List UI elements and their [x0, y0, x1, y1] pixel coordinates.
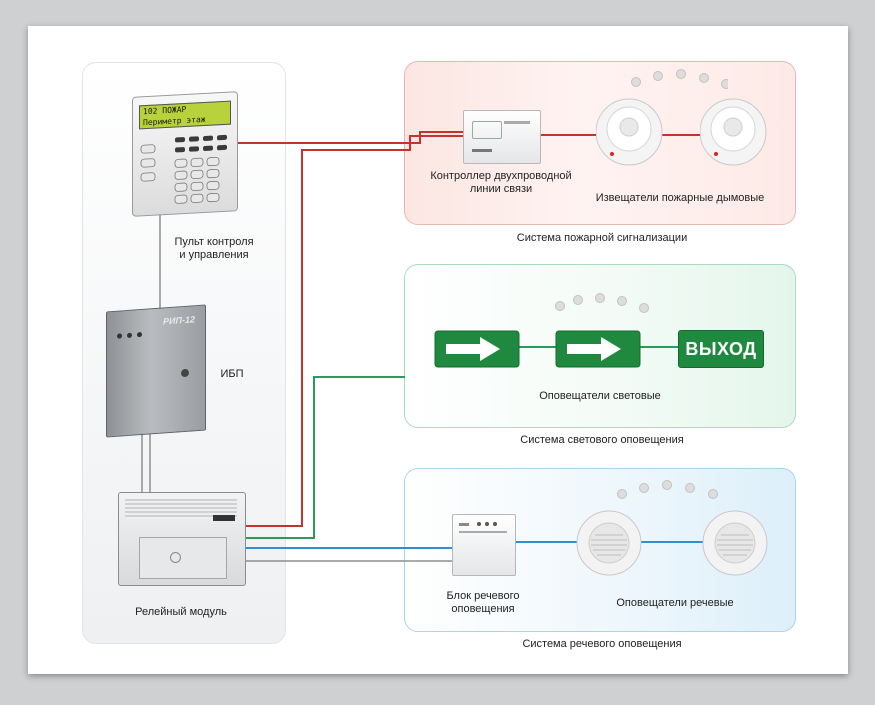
ups-indicator — [117, 333, 122, 339]
signal-dots-icon — [617, 480, 718, 499]
block-led — [485, 522, 489, 526]
ups-cabinet: РИП-12 — [106, 304, 206, 438]
relay-vents — [125, 499, 237, 519]
relay-cover — [139, 537, 227, 579]
keypad-label-line-1: Пульт контроля — [174, 236, 254, 248]
voice-system-caption: Система речевого оповещения — [522, 638, 682, 650]
controller-label-line-1: Контроллер двухпроводной — [430, 170, 572, 182]
fire-line-keypad — [234, 131, 465, 144]
exit-sign: ВЫХОД — [678, 330, 764, 368]
speaker-icon — [702, 510, 768, 576]
light-line-relay — [244, 376, 405, 539]
ups-indicator — [127, 332, 132, 339]
relay-badge — [213, 515, 235, 521]
exit-sign-text: ВЫХОД — [685, 339, 757, 359]
ups-label: ИБП — [220, 368, 244, 380]
voice-alert-block — [452, 514, 516, 576]
detectors-label: Извещатели пожарные дымовые — [595, 192, 765, 204]
arrow-sign-icon — [434, 330, 520, 368]
keypad-lcd: 102 ПОЖАР Периметр этаж — [139, 100, 231, 130]
ups-brand: РИП-12 — [163, 314, 195, 327]
controller-emblem — [472, 121, 502, 139]
signal-dots-icon — [631, 69, 728, 89]
controller-label-line-2: линии связи — [469, 183, 533, 195]
smoke-detector — [700, 98, 767, 166]
control-keypad: 102 ПОЖАР Периметр этаж — [132, 91, 238, 217]
keypad-buttons — [174, 134, 227, 204]
speaker-icon — [576, 510, 642, 576]
fire-line-relay — [244, 135, 465, 527]
two-wire-controller — [463, 110, 541, 164]
keypad-side-keys — [140, 144, 156, 182]
controller-label: Контроллер двухпроводной линии связи — [420, 170, 582, 196]
block-led — [477, 522, 481, 526]
controller-text — [472, 149, 492, 152]
relay-module — [118, 492, 246, 586]
light-system-caption: Система светового оповещения — [520, 434, 684, 446]
voice-block-label-line-2: оповещения — [451, 603, 515, 615]
ups-indicator — [137, 331, 142, 338]
fire-system-caption: Система пожарной сигнализации — [516, 232, 688, 244]
relay-label: Релейный модуль — [135, 606, 227, 618]
block-text — [459, 531, 507, 533]
speakers-label: Оповещатели речевые — [616, 597, 734, 609]
light-signals-label: Оповещатели световые — [539, 390, 661, 402]
voice-block-label: Блок речевого оповещения — [418, 590, 548, 616]
keypad-label-line-2: и управления — [179, 249, 249, 261]
block-led — [493, 522, 497, 526]
smoke-detector — [596, 98, 663, 166]
signal-dots-icon — [555, 293, 649, 313]
voice-block-label-line-1: Блок речевого — [446, 590, 520, 602]
relay-knob — [170, 552, 181, 563]
controller-text — [504, 121, 530, 124]
arrow-sign-icon — [555, 330, 641, 368]
ups-lock — [181, 368, 189, 378]
block-text — [459, 523, 469, 526]
keypad-label: Пульт контроля и управления — [150, 236, 278, 262]
